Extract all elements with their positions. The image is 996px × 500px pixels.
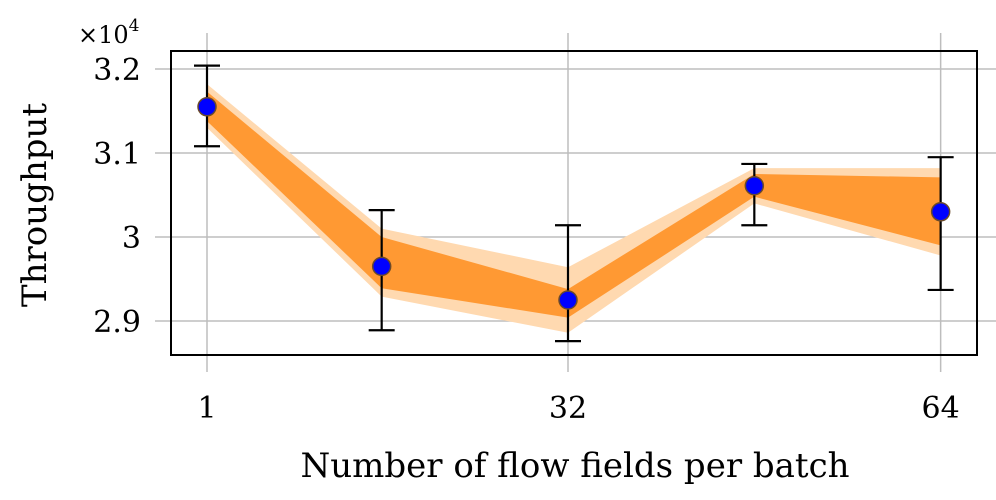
x-tick-label: 64 (922, 391, 960, 426)
data-point (744, 176, 765, 196)
y-tick-label: 3 (122, 221, 141, 256)
y-tick-label: 2.9 (93, 305, 141, 340)
data-point (930, 202, 951, 222)
plot-frame (170, 50, 978, 356)
x-tick-label: 32 (549, 391, 587, 426)
y-tick-labels: 2.9 3 3.1 3.2 (93, 53, 141, 340)
data-points (197, 97, 951, 310)
x-tick-labels: 1 32 64 (197, 391, 959, 426)
data-point (371, 256, 392, 277)
y-axis-label: Throughput (15, 103, 55, 308)
x-tick-label: 1 (197, 391, 216, 426)
grid-lines (155, 33, 996, 372)
y-tick-label: 3.2 (93, 53, 141, 88)
x-axis-label: Number of flow fields per batch (300, 446, 849, 486)
y-multiplier-label: ×104 (78, 16, 139, 49)
data-point (558, 290, 578, 310)
inner-band (207, 91, 941, 318)
y-tick-label: 3.1 (93, 137, 141, 172)
data-point (197, 97, 217, 117)
